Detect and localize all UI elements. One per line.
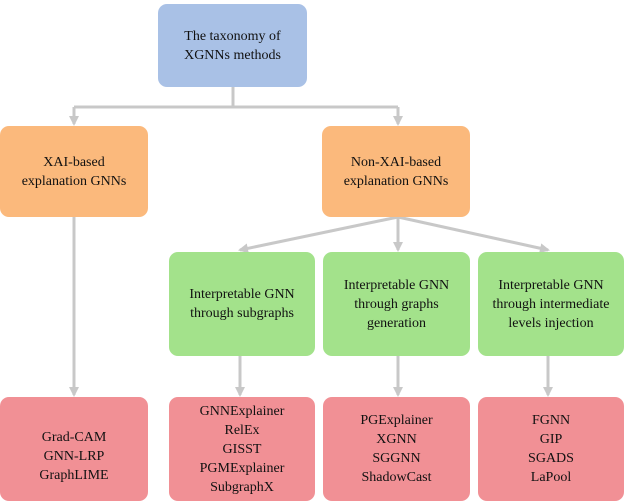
generation-line-3: generation bbox=[366, 315, 427, 331]
method-item: PGExplainer bbox=[360, 413, 433, 428]
method-item: GIP bbox=[539, 432, 563, 447]
subgraphs-line-2: through subgraphs bbox=[190, 306, 294, 321]
non-xai-category-node: Non-XAI-based explanation GNNs bbox=[322, 126, 470, 217]
arrow-to-intermediate bbox=[397, 215, 550, 254]
xai-category-line-1: XAI-based bbox=[43, 154, 105, 170]
method-item: GraphLIME bbox=[39, 467, 109, 483]
method-item: PGMExplainer bbox=[199, 460, 285, 476]
xai-methods-node: Grad-CAM GNN-LRP GraphLIME bbox=[0, 397, 148, 501]
method-item: GISST bbox=[222, 441, 262, 457]
method-item: SGGNN bbox=[372, 451, 421, 466]
generation-methods-node: PGExplainer XGNN SGGNN ShadowCast bbox=[323, 397, 470, 501]
method-item: SubgraphX bbox=[210, 479, 274, 495]
intermediate-subcategory-node: Interpretable GNN through intermediate l… bbox=[478, 252, 624, 356]
subgraphs-subcategory-node: Interpretable GNN through subgraphs bbox=[169, 252, 315, 356]
non-xai-category-line-2: explanation GNNs bbox=[343, 173, 449, 189]
method-item: XGNN bbox=[376, 432, 417, 447]
intermediate-line-2: through intermediate bbox=[492, 296, 610, 312]
method-item: GNNExplainer bbox=[199, 403, 285, 419]
root-label-line-1: The taxonomy of bbox=[184, 28, 281, 44]
intermediate-line-1: Interpretable GNN bbox=[498, 277, 604, 293]
subgraphs-line-1: Interpretable GNN bbox=[189, 287, 295, 302]
generation-line-2: through graphs bbox=[354, 296, 439, 312]
root-node: The taxonomy of XGNNs methods bbox=[158, 4, 307, 87]
root-label-line-2: XGNNs methods bbox=[184, 47, 281, 63]
generation-subcategory-node: Interpretable GNN through graphs generat… bbox=[323, 252, 470, 356]
method-item: LaPool bbox=[530, 470, 572, 485]
generation-line-1: Interpretable GNN bbox=[343, 277, 450, 293]
xai-category-node: XAI-based explanation GNNs bbox=[0, 126, 148, 217]
method-item: FGNN bbox=[531, 413, 571, 428]
method-item: SGADS bbox=[528, 451, 574, 466]
method-item: Grad-CAM bbox=[41, 429, 107, 445]
method-item: ShadowCast bbox=[361, 470, 432, 485]
subgraphs-methods-node: GNNExplainer RelEx GISST PGMExplainer Su… bbox=[169, 397, 315, 501]
intermediate-line-3: levels injection bbox=[508, 315, 594, 331]
intermediate-methods-node: FGNN GIP SGADS LaPool bbox=[478, 397, 624, 501]
xai-category-line-2: explanation GNNs bbox=[21, 173, 127, 189]
non-xai-category-line-1: Non-XAI-based bbox=[350, 154, 442, 170]
method-item: RelEx bbox=[224, 422, 260, 438]
method-item: GNN-LRP bbox=[43, 448, 105, 464]
arrow-to-subgraphs bbox=[238, 215, 399, 254]
